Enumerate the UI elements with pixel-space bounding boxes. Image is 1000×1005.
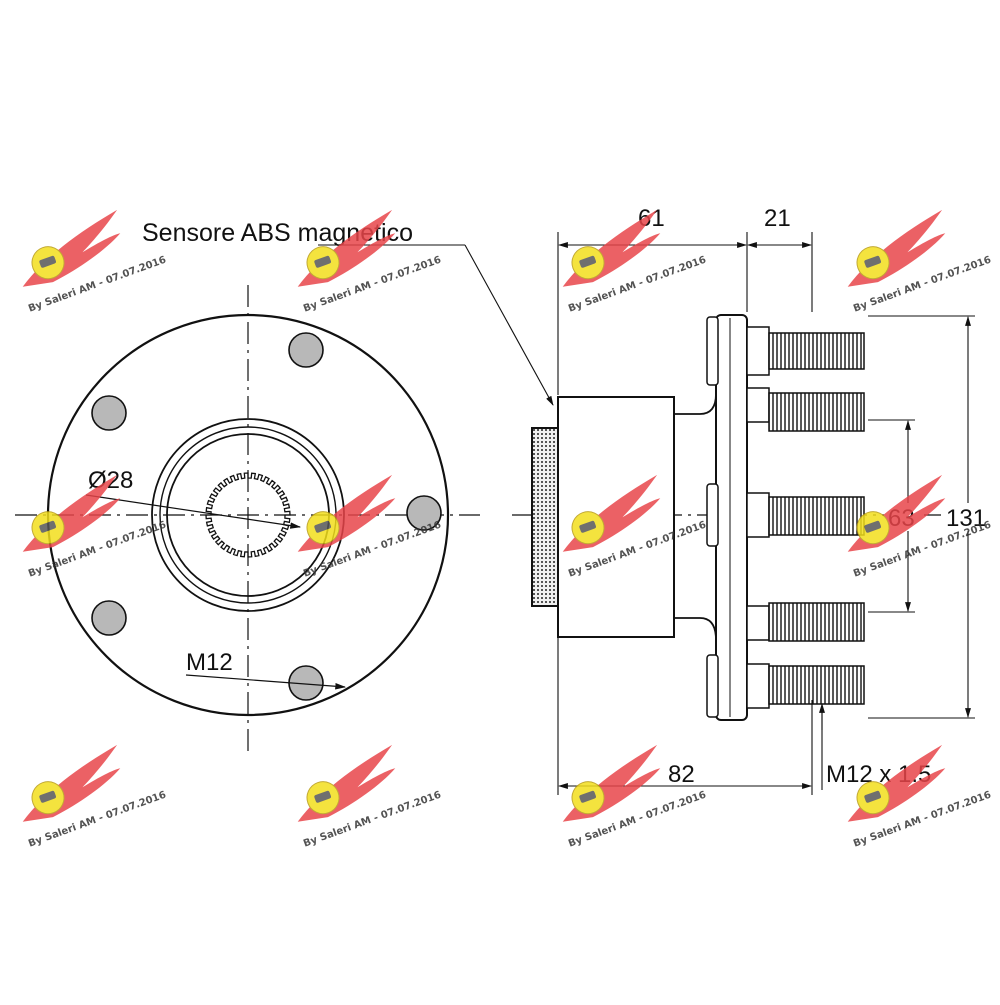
dim-82: 82 xyxy=(668,761,695,788)
watermark-logo: By Saleri AM - 07.07.2016 xyxy=(297,209,443,315)
watermark-logo: By Saleri AM - 07.07.2016 xyxy=(562,209,708,315)
bolt-hole xyxy=(406,495,442,531)
spline-bore xyxy=(205,472,291,558)
abs-sensor-ring xyxy=(531,427,561,607)
watermark-logo: By Saleri AM - 07.07.2016 xyxy=(847,744,993,850)
bore-leader xyxy=(85,494,302,529)
wheel-flange xyxy=(715,314,748,721)
wheel-stud xyxy=(706,316,865,386)
wheel-studs xyxy=(706,316,865,718)
wheel-stud xyxy=(746,602,865,642)
dim-21: 21 xyxy=(764,205,791,232)
wheel-stud xyxy=(706,654,865,718)
side-view xyxy=(512,314,990,721)
watermark-logo: By Saleri AM - 07.07.2016 xyxy=(22,209,168,315)
bolt-hole xyxy=(91,600,127,636)
watermark-logo: By Saleri AM - 07.07.2016 xyxy=(22,744,168,850)
bolt-holes xyxy=(91,332,442,701)
wheel-stud xyxy=(746,387,865,432)
bolt-hole xyxy=(91,395,127,431)
watermark-logo: By Saleri AM - 07.07.2016 xyxy=(562,744,708,850)
dim-131: 131 xyxy=(946,505,986,532)
watermark-logo: By Saleri AM - 07.07.2016 xyxy=(297,744,443,850)
watermark-logo: By Saleri AM - 07.07.2016 xyxy=(847,209,993,315)
wheel-stud xyxy=(706,483,865,547)
bolt-thread-label: M12 xyxy=(186,649,233,676)
bolt-hole xyxy=(288,332,324,368)
thread-leader xyxy=(185,674,347,690)
